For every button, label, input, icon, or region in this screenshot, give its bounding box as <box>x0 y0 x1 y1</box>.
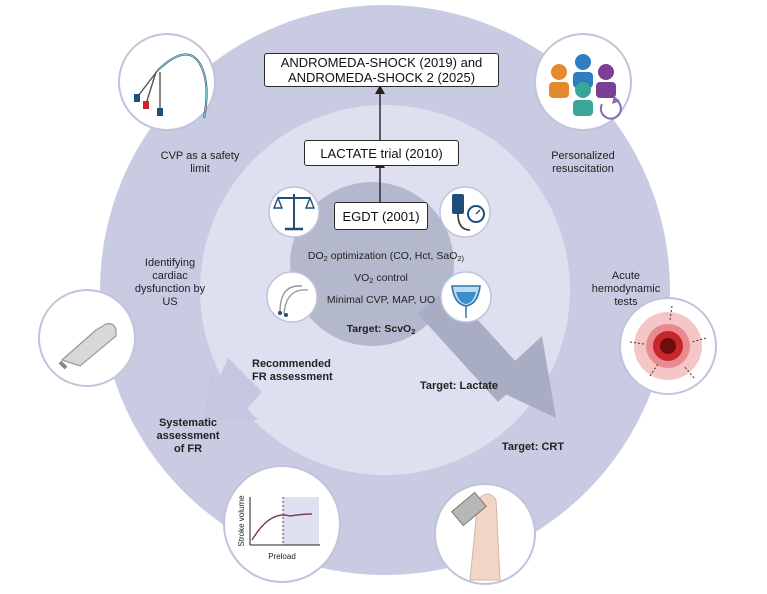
cvp-safety-label: CVP as a safety limit <box>150 150 250 176</box>
graph-xlabel: Preload <box>262 552 302 562</box>
target-lactate-label: Target: Lactate <box>404 380 514 393</box>
target-scvo2-sub: 2 <box>411 327 416 336</box>
finger-crt-icon <box>434 483 536 585</box>
acute-hemodynamic-label: Acute hemodynamic tests <box>576 270 676 309</box>
do2-optimization-text: DO2 optimization (CO, Hct, SaO2) <box>286 250 486 265</box>
vo2-sub: 2 <box>369 276 374 285</box>
target-scvo2-text: Target: ScvO2 <box>326 323 436 338</box>
cardiac-dysfunction-label: Identifying cardiac dysfunction by US <box>120 257 220 309</box>
ultrasound-probe-icon <box>38 289 136 387</box>
personalized-line1: Personalized <box>551 150 615 162</box>
acute-line3: tests <box>614 296 638 308</box>
graph-ylabel-text: Stroke volume <box>237 495 246 547</box>
cardiac-line3: dysfunction by <box>134 283 206 295</box>
recommended-line2: FR assessment <box>252 371 333 383</box>
scale-icon <box>268 186 320 238</box>
blood-pressure-icon <box>439 186 491 238</box>
cvp-catheter-icon <box>118 33 216 131</box>
fr-arrow <box>204 358 262 420</box>
do2-rest: optimization (CO, Hct, SaO <box>327 250 458 262</box>
systematic-fr-label: Systematic assessment of FR <box>138 417 238 456</box>
crt-arrow <box>418 287 556 418</box>
vo2-main: VO <box>354 272 370 284</box>
vo2-rest: control <box>373 272 408 284</box>
graph-xlabel-text: Preload <box>268 552 296 561</box>
vo2-control-text: VO2 control <box>306 272 456 287</box>
vessel-cross-section-icon <box>619 297 717 395</box>
systematic-line2: assessment <box>156 430 220 442</box>
recommended-line1: Recommended <box>252 358 331 370</box>
catheter-small-icon <box>266 271 318 323</box>
people-icon <box>534 33 632 131</box>
cvp-line2: limit <box>190 163 210 175</box>
andromeda-shock-box: ANDROMEDA-SHOCK (2019) and ANDROMEDA-SHO… <box>264 53 499 87</box>
target-crt-text: Target: CRT <box>501 441 565 453</box>
lactate-to-andromeda-arrowhead <box>375 85 385 94</box>
lactate-trial-label: LACTATE trial (2010) <box>320 145 443 161</box>
target-lactate-text: Target: Lactate <box>419 380 499 392</box>
target-scvo2-main: Target: ScvO <box>346 323 412 335</box>
acute-line2: hemodynamic <box>591 283 661 295</box>
cardiac-line1: Identifying <box>144 257 196 269</box>
fluid-response-graph-icon <box>223 465 341 583</box>
personalized-label: Personalized resuscitation <box>533 150 633 176</box>
recommended-fr-label: Recommended FR assessment <box>252 358 362 384</box>
acute-line1: Acute <box>611 270 641 282</box>
graph-ylabel: Stroke volume <box>237 491 247 551</box>
do2-sub2: 2) <box>457 254 465 263</box>
minimal-cvp-text: Minimal CVP, MAP, UO <box>306 294 456 307</box>
egdt-box: EGDT (2001) <box>334 202 428 230</box>
personalized-line2: resuscitation <box>552 163 614 175</box>
systematic-line3: of FR <box>173 443 203 455</box>
do2-sub: 2 <box>323 254 328 263</box>
do2-main: DO <box>307 250 324 262</box>
lactate-trial-box: LACTATE trial (2010) <box>304 140 459 166</box>
minimal-cvp-label: Minimal CVP, MAP, UO <box>326 294 436 306</box>
andromeda-line2: ANDROMEDA-SHOCK 2 (2025) <box>287 70 476 85</box>
target-crt-label: Target: CRT <box>488 441 578 454</box>
cardiac-line2: cardiac <box>152 270 188 282</box>
cardiac-line4: US <box>162 296 178 308</box>
bladder-icon <box>440 271 492 323</box>
cvp-line1: CVP as a safety <box>160 150 240 162</box>
systematic-line1: Systematic <box>158 417 218 429</box>
andromeda-line1: ANDROMEDA-SHOCK (2019) and <box>280 55 483 70</box>
egdt-label: EGDT (2001) <box>342 208 420 224</box>
